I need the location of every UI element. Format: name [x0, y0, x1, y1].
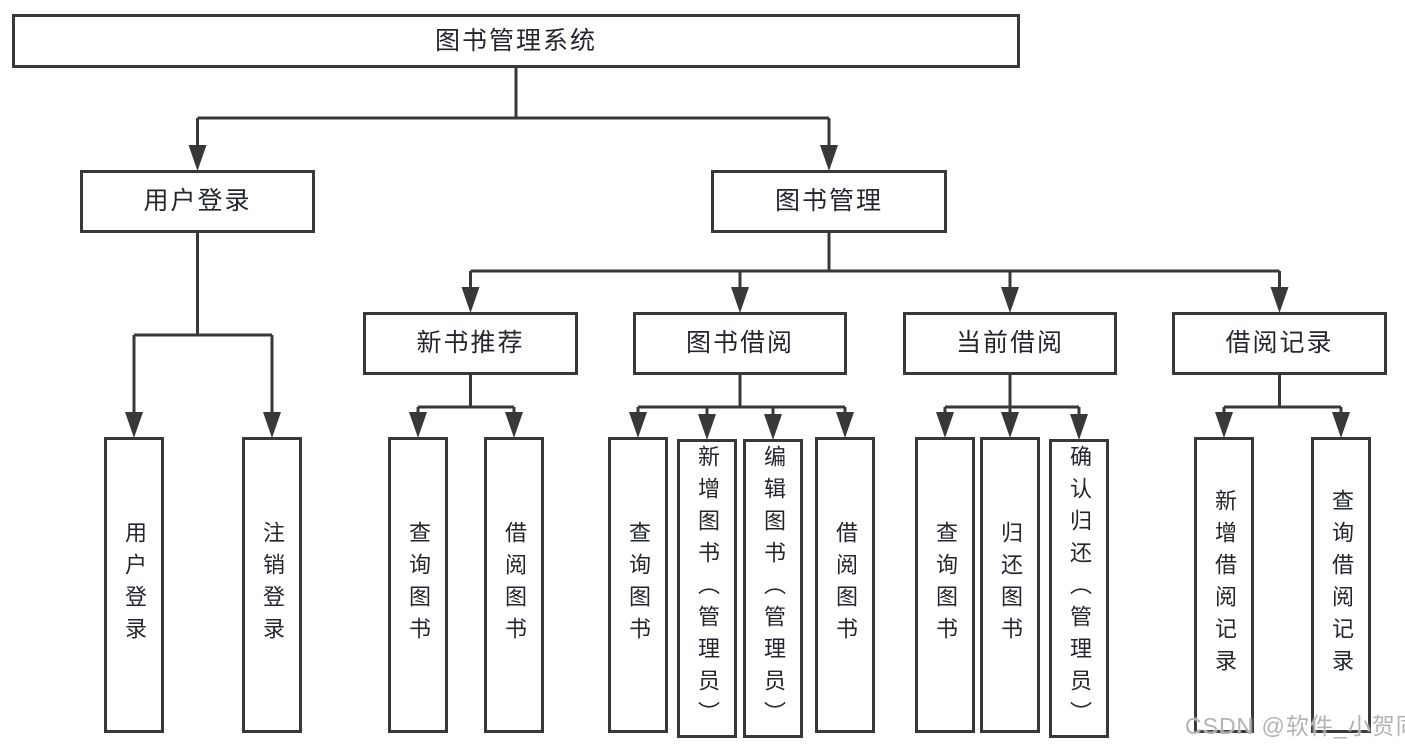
- node-br-add-record: 新增借阅记录: [1194, 437, 1254, 733]
- node-label-bb-edit-books: 编辑图书（管理员）: [761, 444, 786, 733]
- node-logout: 注销登录: [242, 437, 302, 733]
- node-bb-borrow-books: 借阅图书: [815, 437, 875, 733]
- connector-book-borrow: [629, 375, 854, 440]
- arrowhead-cb-query-books: [936, 412, 954, 438]
- node-label-book-mgmt: 图书管理: [774, 187, 883, 215]
- arrowhead-current-borrow: [1001, 287, 1019, 313]
- node-label-br-add-record: 新增借阅记录: [1212, 489, 1237, 681]
- arrowhead-user-login-group: [188, 145, 207, 171]
- watermark: CSDN @软件_小贺同学: [1185, 713, 1405, 739]
- arrowhead-cb-confirm-return: [1070, 414, 1088, 440]
- arrowhead-bb-edit-books: [764, 414, 782, 440]
- arrowhead-logout: [263, 412, 281, 438]
- arrowhead-cb-return-books: [1001, 412, 1019, 438]
- arrowhead-br-query-record: [1332, 412, 1350, 438]
- node-cb-query-books: 查询图书: [915, 437, 975, 733]
- arrowhead-rec-borrow-books: [505, 412, 523, 438]
- node-bb-add-books: 新增图书（管理员）: [677, 439, 737, 738]
- node-label-cb-return-books: 归还图书: [998, 521, 1023, 649]
- node-root: 图书管理系统: [12, 14, 1020, 68]
- node-label-new-book-rec: 新书推荐: [416, 329, 525, 357]
- node-label-cb-confirm-return: 确认归还（管理员）: [1067, 444, 1092, 733]
- node-label-cb-query-books: 查询图书: [933, 521, 958, 649]
- node-label-user-login: 用户登录: [122, 521, 147, 649]
- node-label-current-borrow: 当前借阅: [955, 329, 1064, 357]
- arrowhead-book-borrow: [731, 287, 749, 313]
- node-new-book-rec: 新书推荐: [363, 312, 578, 375]
- connector-borrow-records: [1215, 375, 1350, 438]
- node-cb-return-books: 归还图书: [980, 437, 1040, 733]
- arrowhead-book-mgmt: [820, 145, 838, 171]
- arrowhead-bb-add-books: [698, 414, 716, 440]
- connector-book-mgmt: [461, 233, 1289, 313]
- connector-user-login-group: [125, 233, 281, 438]
- node-label-br-query-record: 查询借阅记录: [1329, 489, 1354, 681]
- node-bb-query-books: 查询图书: [608, 437, 668, 733]
- node-bb-edit-books: 编辑图书（管理员）: [743, 439, 803, 738]
- arrowhead-rec-query-books: [409, 412, 427, 438]
- node-borrow-records: 借阅记录: [1172, 312, 1387, 375]
- node-rec-query-books: 查询图书: [388, 437, 448, 733]
- arrowhead-bb-query-books: [629, 412, 647, 438]
- arrowhead-new-book-rec: [461, 287, 480, 313]
- node-label-borrow-records: 借阅记录: [1225, 329, 1334, 357]
- node-user-login: 用户登录: [104, 437, 164, 733]
- node-label-rec-borrow-books: 借阅图书: [502, 521, 527, 649]
- node-label-rec-query-books: 查询图书: [406, 521, 431, 649]
- node-user-login-group: 用户登录: [80, 170, 315, 233]
- node-cb-confirm-return: 确认归还（管理员）: [1049, 439, 1109, 738]
- node-label-book-borrow: 图书借阅: [685, 329, 794, 357]
- arrowhead-borrow-records: [1270, 287, 1289, 313]
- node-current-borrow: 当前借阅: [903, 312, 1117, 375]
- node-label-bb-add-books: 新增图书（管理员）: [695, 444, 720, 733]
- connector-new-book-rec: [409, 375, 523, 438]
- arrowhead-br-add-record: [1215, 412, 1233, 438]
- node-label-logout: 注销登录: [260, 521, 285, 649]
- node-br-query-record: 查询借阅记录: [1311, 437, 1371, 733]
- arrowhead-bb-borrow-books: [836, 412, 854, 438]
- arrowhead-user-login: [125, 412, 143, 438]
- node-label-bb-borrow-books: 借阅图书: [833, 521, 858, 649]
- connector-root: [188, 68, 838, 171]
- node-label-bb-query-books: 查询图书: [626, 521, 651, 649]
- node-rec-borrow-books: 借阅图书: [484, 437, 544, 733]
- node-book-mgmt: 图书管理: [711, 170, 947, 233]
- connector-current-borrow: [936, 375, 1088, 440]
- node-book-borrow: 图书借阅: [633, 312, 847, 375]
- node-label-root: 图书管理系统: [434, 26, 597, 55]
- node-label-user-login-group: 用户登录: [143, 187, 252, 215]
